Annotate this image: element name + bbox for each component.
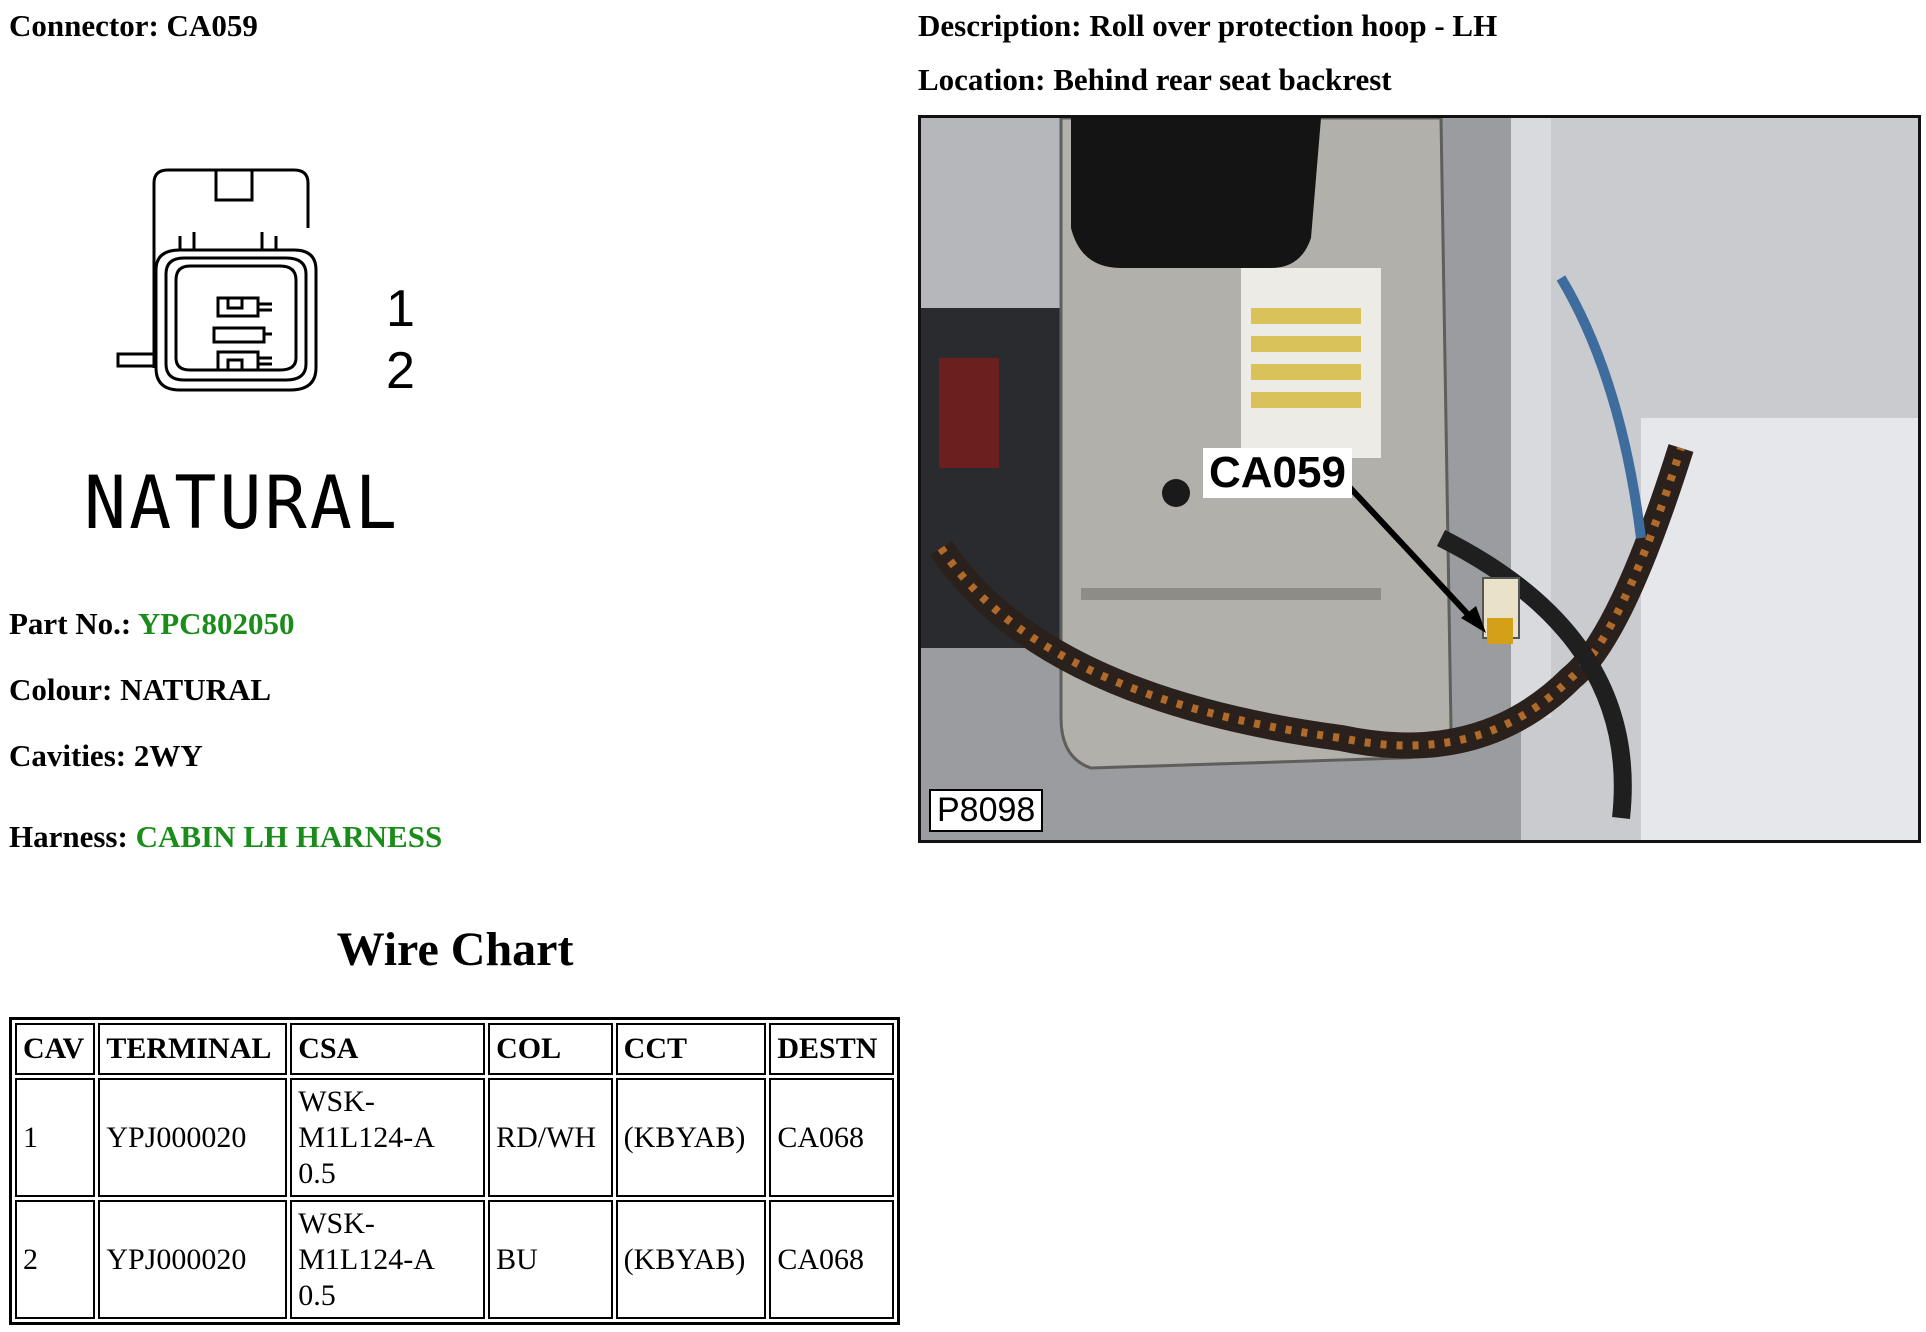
pin-label-1: 1 xyxy=(386,280,415,338)
column-header-csa: CSA xyxy=(290,1023,486,1075)
cell-col: BU xyxy=(488,1200,613,1319)
harness-link[interactable]: CABIN LH HARNESS xyxy=(135,819,443,854)
column-header-cct: CCT xyxy=(615,1023,767,1075)
colour-label: Colour: xyxy=(9,672,113,707)
photo-callout-label: CA059 xyxy=(1203,448,1352,498)
wire-chart-title: Wire Chart xyxy=(336,923,574,976)
harness-label: Harness: xyxy=(9,819,128,854)
column-header-destn: DESTN xyxy=(769,1023,894,1075)
cell-cct: (KBYAB) xyxy=(615,1078,767,1197)
table-row: 2 YPJ000020 WSK-M1L124-A 0.5 BU (KBYAB) … xyxy=(15,1200,894,1319)
part-no-label: Part No.: xyxy=(9,606,132,641)
connector-value: CA059 xyxy=(166,8,258,43)
connector-label: Connector: xyxy=(9,8,159,43)
cell-destn: CA068 xyxy=(769,1200,894,1319)
cavities-label: Cavities: xyxy=(9,738,127,773)
table-row: 1 YPJ000020 WSK-M1L124-A 0.5 RD/WH (KBYA… xyxy=(15,1078,894,1197)
column-header-terminal: TERMINAL xyxy=(98,1023,288,1075)
pin-label-2: 2 xyxy=(386,342,415,398)
cell-terminal: YPJ000020 xyxy=(98,1078,288,1197)
part-no-link[interactable]: YPC802050 xyxy=(137,606,295,641)
location-field: Location: Behind rear seat backrest xyxy=(918,62,1392,98)
cell-cct: (KBYAB) xyxy=(615,1200,767,1319)
description-field: Description: Roll over protection hoop -… xyxy=(918,8,1497,44)
connector-face-diagram: 1 2 xyxy=(116,168,415,398)
photo-reference-label: P8098 xyxy=(929,789,1044,832)
cavities-value: 2WY xyxy=(133,738,203,773)
diagram-caption: NATURAL xyxy=(84,459,401,547)
wire-chart-table: CAV TERMINAL CSA COL CCT DESTN 1 YPJ0000… xyxy=(9,1017,900,1325)
column-header-col: COL xyxy=(488,1023,613,1075)
description-label: Description: xyxy=(918,8,1082,43)
table-header-row: CAV TERMINAL CSA COL CCT DESTN xyxy=(15,1023,894,1075)
cavities-field: Cavities: 2WY xyxy=(9,738,203,774)
cell-cav: 2 xyxy=(15,1200,96,1319)
cell-csa: WSK-M1L124-A 0.5 xyxy=(290,1200,486,1319)
cell-cav: 1 xyxy=(15,1078,96,1197)
column-header-cav: CAV xyxy=(15,1023,96,1075)
cell-csa: WSK-M1L124-A 0.5 xyxy=(290,1078,486,1197)
location-label: Location: xyxy=(918,62,1046,97)
part-no-field: Part No.: YPC802050 xyxy=(9,606,295,642)
cell-terminal: YPJ000020 xyxy=(98,1200,288,1319)
photo-illustration xyxy=(921,118,1918,840)
connector-field: Connector: CA059 xyxy=(9,8,258,44)
cell-col: RD/WH xyxy=(488,1078,613,1197)
colour-field: Colour: NATURAL xyxy=(9,672,271,708)
location-value: Behind rear seat backrest xyxy=(1053,62,1392,97)
harness-field: Harness: CABIN LH HARNESS xyxy=(9,819,442,855)
cell-destn: CA068 xyxy=(769,1078,894,1197)
colour-value: NATURAL xyxy=(120,672,272,707)
description-value: Roll over protection hoop - LH xyxy=(1089,8,1498,43)
connector-location-photo: CA059 P8098 xyxy=(918,115,1921,843)
